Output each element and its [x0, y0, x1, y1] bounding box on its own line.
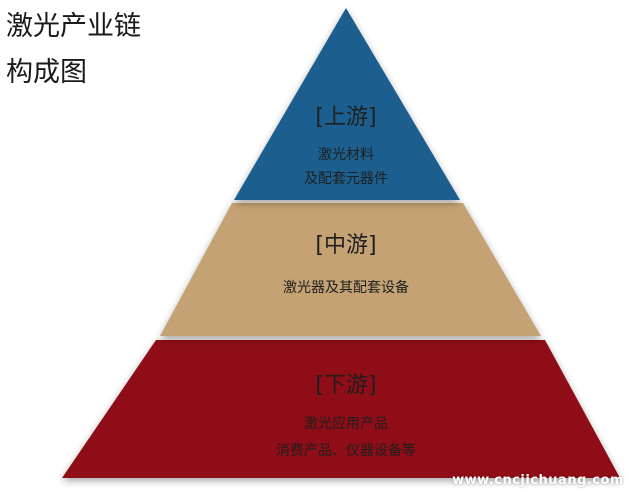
midstream-text-line1: 激光器及其配套设备 [283, 279, 409, 296]
midstream-heading: [中游] [315, 233, 376, 258]
downstream-text-line1: 激光应用产品 [304, 415, 388, 432]
downstream-heading: [下游] [315, 373, 376, 398]
downstream-layer [62, 340, 620, 478]
site-watermark: www.cncjichuang.com [452, 473, 624, 488]
page-title-line1: 激光产业链 [6, 11, 141, 42]
page-title-line2: 构成图 [6, 57, 87, 88]
upstream-layer [234, 8, 460, 200]
upstream-heading: [上游] [315, 105, 376, 130]
downstream-text-line2: 消费产品、仪器设备等 [276, 442, 416, 459]
upstream-text-line2: 及配套元器件 [304, 171, 388, 187]
page-title: 激光产业链 构成图 [6, 4, 206, 96]
midstream-layer [160, 203, 541, 336]
upstream-text-line1: 激光材料 [318, 146, 374, 163]
